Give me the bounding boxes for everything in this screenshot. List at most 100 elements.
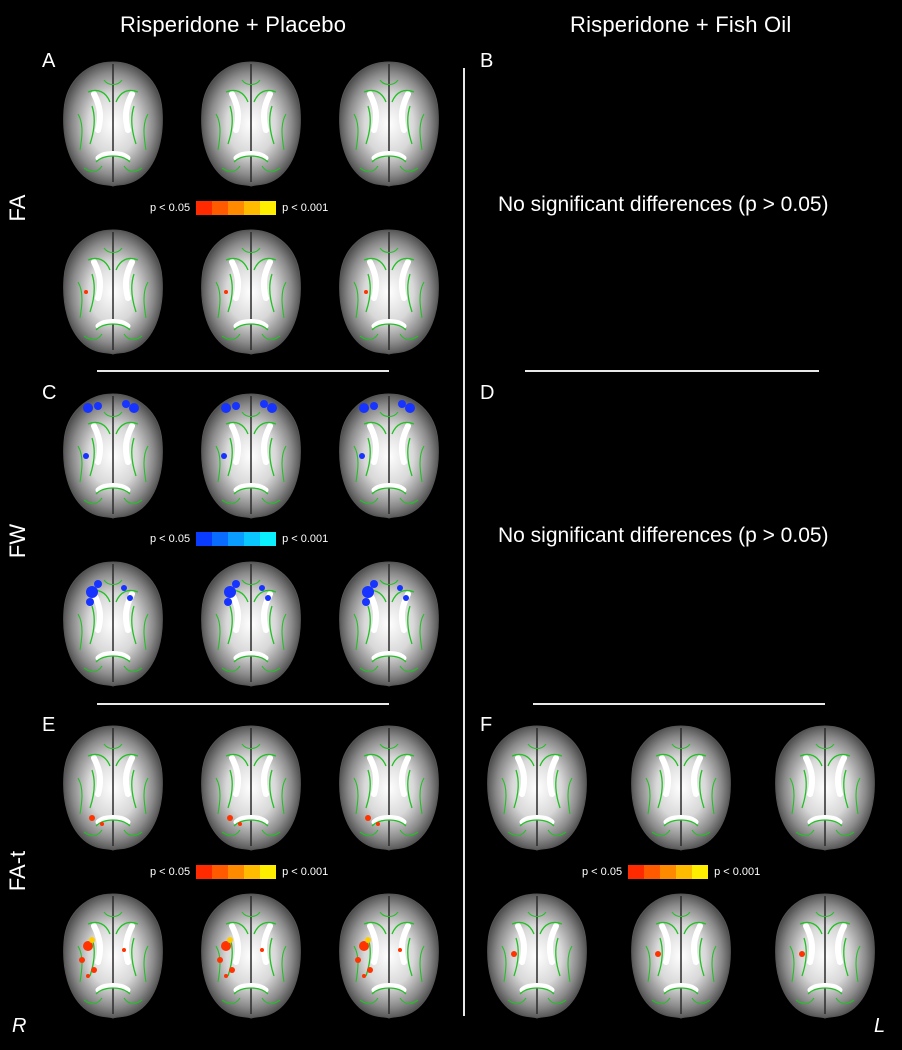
significance-cluster — [655, 951, 661, 957]
colorbar-cool-fw: p < 0.05 p < 0.001 — [150, 532, 328, 546]
colorbar-swatch — [676, 865, 693, 879]
significance-cluster — [370, 580, 378, 588]
divider-left-1 — [97, 370, 389, 372]
significance-cluster — [359, 403, 369, 413]
significance-cluster — [265, 595, 271, 601]
colorbar-low-label: p < 0.05 — [582, 866, 623, 878]
significance-cluster — [217, 957, 223, 963]
colorbar-warm-fa-t-left: p < 0.05 p < 0.001 — [150, 865, 328, 879]
brain-slice — [196, 390, 306, 522]
brain-slice — [196, 226, 306, 358]
colorbar-high-label: p < 0.001 — [282, 866, 329, 878]
significance-cluster — [229, 967, 235, 973]
colorbar-swatch — [628, 865, 645, 879]
significance-cluster — [405, 403, 415, 413]
significance-cluster — [260, 400, 268, 408]
brain-slice — [196, 58, 306, 190]
colorbar-swatch — [196, 532, 213, 546]
significance-cluster — [221, 403, 231, 413]
significance-cluster — [232, 580, 240, 588]
row-label-fa-t: FA-t — [5, 850, 30, 892]
significance-cluster — [398, 948, 402, 952]
significance-cluster — [232, 402, 240, 410]
colorbar-low-label: p < 0.05 — [150, 866, 191, 878]
significance-cluster — [799, 951, 805, 957]
significance-cluster — [83, 941, 93, 951]
brain-slice — [770, 890, 880, 1022]
colorbar-high-label: p < 0.001 — [282, 202, 329, 214]
significance-cluster — [83, 453, 89, 459]
colorbar-swatches — [196, 532, 277, 546]
significance-cluster — [362, 586, 374, 598]
colorbar-swatch — [212, 532, 229, 546]
brain-slice — [196, 558, 306, 690]
significance-cluster — [367, 967, 373, 973]
significance-cluster — [355, 957, 361, 963]
significance-cluster — [362, 974, 366, 978]
brain-slice — [482, 722, 592, 854]
panel-letter-b: B — [480, 50, 494, 72]
brain-slice — [196, 890, 306, 1022]
significance-cluster — [221, 453, 227, 459]
significance-cluster — [94, 402, 102, 410]
brain-slice — [626, 722, 736, 854]
significance-cluster — [224, 598, 232, 606]
no-difference-message-fw: No significant differences (p > 0.05) — [498, 524, 829, 547]
colorbar-swatch — [196, 865, 213, 879]
significance-cluster — [359, 453, 365, 459]
colorbar-swatch — [212, 201, 229, 215]
brain-slice — [334, 558, 444, 690]
significance-cluster — [127, 595, 133, 601]
significance-cluster — [86, 974, 90, 978]
column-title-fish-oil: Risperidone + Fish Oil — [570, 12, 792, 37]
significance-cluster — [398, 400, 406, 408]
colorbar-swatch — [260, 532, 277, 546]
colorbar-swatch — [228, 865, 245, 879]
panel-letter-f: F — [480, 714, 493, 736]
brain-slice — [626, 890, 736, 1022]
significance-cluster — [86, 586, 98, 598]
significance-cluster — [129, 403, 139, 413]
significance-cluster — [365, 937, 371, 943]
colorbar-swatches — [628, 865, 709, 879]
brain-slice — [58, 722, 168, 854]
significance-cluster — [267, 403, 277, 413]
colorbar-high-label: p < 0.001 — [282, 533, 329, 545]
significance-cluster — [227, 937, 233, 943]
row-label-fw: FW — [5, 523, 30, 559]
significance-cluster — [403, 595, 409, 601]
significance-cluster — [86, 598, 94, 606]
panel-letter-e: E — [42, 714, 56, 736]
significance-cluster — [511, 951, 517, 957]
panel-letter-a: A — [42, 50, 56, 72]
significance-cluster — [221, 941, 231, 951]
colorbar-swatch — [244, 865, 261, 879]
colorbar-swatch — [260, 201, 277, 215]
divider-right-2 — [533, 703, 825, 705]
significance-cluster — [376, 822, 380, 826]
significance-cluster — [370, 402, 378, 410]
brain-slice — [58, 58, 168, 190]
significance-cluster — [260, 948, 264, 952]
brain-slice — [770, 722, 880, 854]
significance-cluster — [83, 403, 93, 413]
brain-slice — [334, 890, 444, 1022]
significance-cluster — [224, 290, 228, 294]
colorbar-swatch — [244, 532, 261, 546]
brain-slice — [334, 58, 444, 190]
no-difference-message-fa: No significant differences (p > 0.05) — [498, 193, 829, 216]
brain-slice — [58, 226, 168, 358]
colorbar-swatch — [260, 865, 277, 879]
significance-cluster — [91, 967, 97, 973]
significance-cluster — [364, 290, 368, 294]
significance-cluster — [122, 400, 130, 408]
colorbar-swatch — [692, 865, 709, 879]
colorbar-warm-fa: p < 0.05 p < 0.001 — [150, 201, 328, 215]
significance-cluster — [79, 957, 85, 963]
brain-slice — [334, 226, 444, 358]
significance-cluster — [227, 815, 233, 821]
vertical-divider — [463, 68, 465, 1016]
significance-cluster — [224, 974, 228, 978]
brain-slice — [482, 890, 592, 1022]
